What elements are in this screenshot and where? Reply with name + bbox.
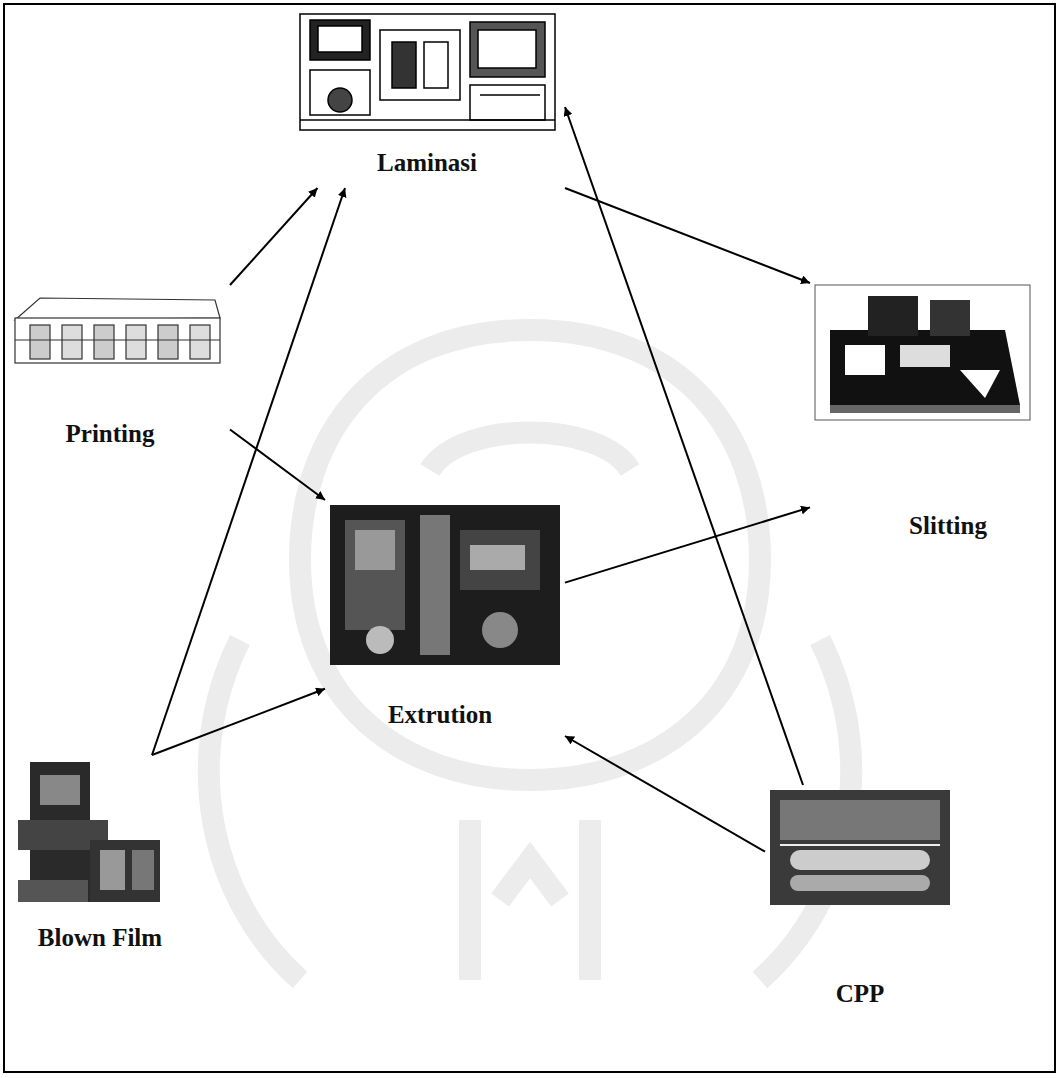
node-label: Laminasi xyxy=(377,148,477,178)
node-label: Blown Film xyxy=(38,923,162,953)
cpp-node: CPP xyxy=(765,785,955,1015)
node-label: Printing xyxy=(66,419,155,449)
flow-arrow xyxy=(565,507,810,582)
printing-machine xyxy=(15,298,220,363)
flow-arrow xyxy=(565,736,765,852)
extrution-node: Extrution xyxy=(325,500,565,736)
slitting-node: Slitting xyxy=(810,283,1035,547)
flow-arrow xyxy=(565,188,810,283)
node-label: Slitting xyxy=(909,511,987,541)
slitting-machine xyxy=(815,285,1030,420)
printing-node: Printing xyxy=(8,285,230,455)
laminasi-machine xyxy=(300,14,555,130)
flow-arrow xyxy=(230,430,325,501)
flow-arrow xyxy=(230,188,318,285)
flow-arrow xyxy=(565,107,803,785)
node-label: Extrution xyxy=(388,700,492,730)
node-label: CPP xyxy=(836,979,885,1009)
flow-arrow xyxy=(152,689,325,755)
laminasi-node: Laminasi xyxy=(290,8,565,188)
blown-film-machine xyxy=(18,762,160,902)
flow-arrow xyxy=(152,188,345,755)
extrution-machine xyxy=(330,505,560,665)
watermark xyxy=(209,330,851,980)
blown-film-node: Blown Film xyxy=(8,755,200,959)
cpp-machine xyxy=(770,790,950,905)
